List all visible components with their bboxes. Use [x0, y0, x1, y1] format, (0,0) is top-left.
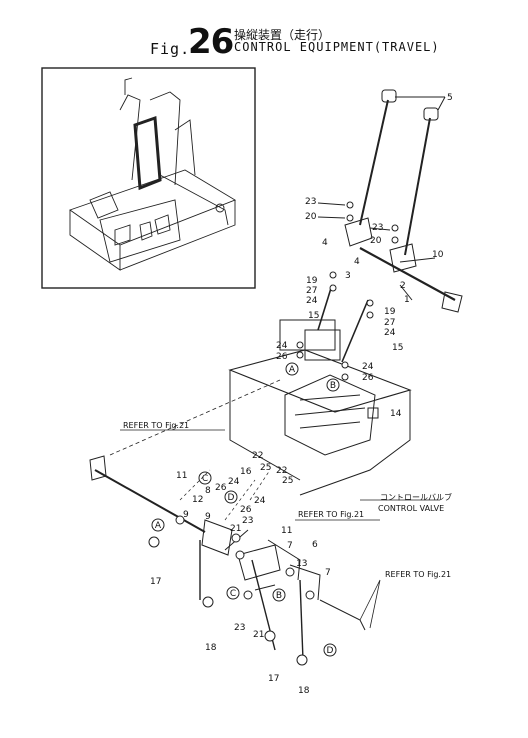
circle-label-d2: D — [323, 643, 337, 657]
part-number: 7 — [325, 568, 331, 578]
part-number: 4 — [322, 238, 328, 248]
part-number: 27 — [306, 286, 317, 296]
svg-text:A: A — [289, 365, 296, 375]
part-number: 24 — [254, 496, 266, 506]
clevis-pin — [148, 536, 160, 548]
part-number: 23 — [305, 197, 316, 207]
svg-text:D: D — [327, 646, 334, 656]
part-number: 9 — [183, 510, 189, 520]
part-number: 1 — [404, 295, 410, 305]
part-number: 22 — [252, 451, 263, 461]
part-number: 23 — [372, 223, 383, 233]
part-number: 24 — [384, 328, 396, 338]
circle-label-a1: A — [285, 362, 299, 376]
part-number: 16 — [240, 467, 252, 477]
part-number: 3 — [345, 271, 351, 281]
circle-label-c1: C — [198, 471, 212, 485]
part-number: 27 — [384, 318, 395, 328]
control-valve-label-jp: コントロールバルブ — [380, 492, 452, 502]
svg-text:B: B — [330, 381, 336, 391]
part-number: 23 — [242, 516, 253, 526]
part-number: 20 — [305, 212, 317, 222]
figure-header: Fig. 26 操縦装置（走行） CONTROL EQUIPMENT(TRAVE… — [0, 0, 528, 62]
part-number: 18 — [298, 686, 310, 696]
part-number-labels: 5 23 20 4 3 23 20 4 2 1 10 19 27 24 15 1… — [150, 93, 453, 696]
figure-title-en: CONTROL EQUIPMENT(TRAVEL) — [234, 40, 440, 54]
figure-number: 26 — [188, 22, 234, 62]
valve-top-plate — [228, 349, 412, 413]
inset-machine-sketch — [69, 77, 237, 271]
circle-label-a2: A — [151, 518, 165, 532]
part-number: 21 — [253, 630, 264, 640]
svg-text:C: C — [202, 474, 208, 484]
lower-link-shaft — [94, 469, 206, 533]
part-number: 8 — [205, 486, 211, 496]
lever-knob-right — [423, 107, 439, 121]
part-number: 24 — [276, 341, 288, 351]
svg-text:A: A — [155, 521, 162, 531]
refer-label-top: REFER TO Fig.21 — [123, 421, 189, 430]
svg-text:D: D — [228, 493, 235, 503]
lever-bracket-left — [344, 217, 373, 247]
refer-label-middle: REFER TO Fig.21 — [298, 510, 364, 519]
part-number: 25 — [260, 463, 271, 473]
part-number: 18 — [205, 643, 217, 653]
part-number: 9 — [205, 512, 211, 522]
part-number: 25 — [282, 476, 293, 486]
part-number: 26 — [276, 352, 288, 362]
part-number: 6 — [312, 540, 318, 550]
part-number: 26 — [240, 505, 252, 515]
part-number: 2 — [400, 281, 406, 291]
part-number: 24 — [362, 362, 374, 372]
part-number: 17 — [268, 674, 279, 684]
nut — [346, 201, 354, 209]
part-number: 12 — [192, 495, 203, 505]
part-number: 15 — [308, 311, 319, 321]
circle-label-c2: C — [226, 586, 240, 600]
part-number: 23 — [234, 623, 245, 633]
part-number: 22 — [276, 466, 287, 476]
figure-prefix: Fig. — [150, 40, 191, 58]
part-number: 14 — [390, 409, 402, 419]
part-number: 11 — [281, 526, 292, 536]
part-number: 11 — [176, 471, 187, 481]
cross-shaft — [359, 247, 456, 301]
part-number: 5 — [447, 93, 453, 103]
part-number: 7 — [287, 541, 293, 551]
part-number: 17 — [150, 577, 161, 587]
circle-label-d1: D — [224, 490, 238, 504]
part-number: 26 — [215, 483, 227, 493]
control-valve-body — [284, 374, 376, 456]
circle-label-b2: B — [272, 588, 286, 602]
part-number: 19 — [306, 276, 318, 286]
part-number: 19 — [384, 307, 396, 317]
part-number: 24 — [228, 477, 240, 487]
circle-label-b1: B — [326, 378, 340, 392]
inset-frame — [41, 67, 256, 289]
part-number: 10 — [432, 250, 444, 260]
control-valve-label-en: CONTROL VALVE — [378, 504, 444, 513]
refer-label-right: REFER TO Fig.21 — [385, 570, 451, 579]
svg-text:C: C — [230, 589, 236, 599]
valve-bolt — [367, 407, 379, 419]
part-number: 21 — [230, 524, 241, 534]
part-number: 24 — [306, 296, 318, 306]
figure-title-jp: 操縦装置（走行） — [234, 28, 331, 42]
svg-text:B: B — [276, 591, 282, 601]
part-number: 20 — [370, 236, 382, 246]
part-number: 13 — [296, 559, 307, 569]
part-number: 15 — [392, 343, 403, 353]
lever-knob-left — [381, 89, 397, 103]
part-number: 4 — [354, 257, 360, 267]
part-number: 26 — [362, 373, 374, 383]
